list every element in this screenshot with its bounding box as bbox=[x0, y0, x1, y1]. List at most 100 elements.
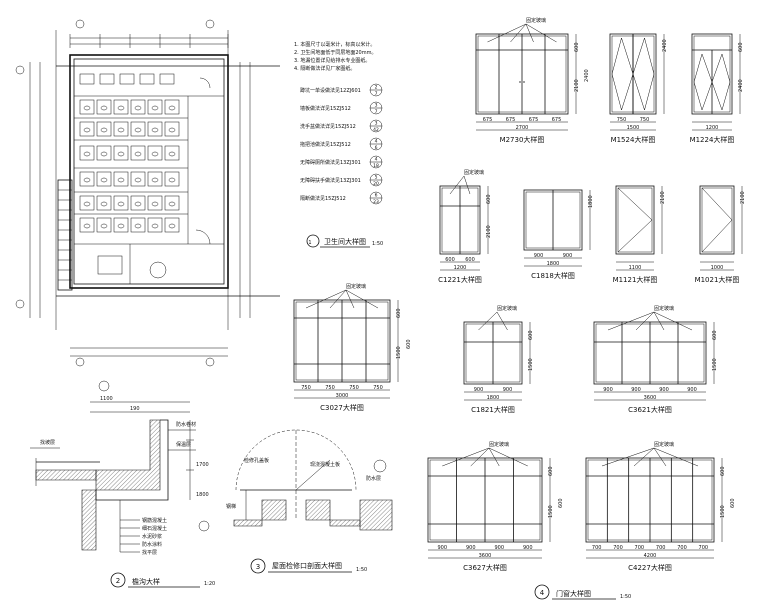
sub-dim: 750 bbox=[373, 385, 383, 391]
squat-toilet-icon bbox=[168, 201, 176, 207]
overall-width: 1200 bbox=[706, 125, 719, 131]
sub-dim: 675 bbox=[483, 117, 493, 123]
sub-dim: 700 bbox=[592, 545, 602, 551]
d2-label-3: 钢筋混凝土 bbox=[142, 517, 167, 524]
stall bbox=[130, 121, 146, 137]
d3-label-3: 钢梯 bbox=[226, 503, 236, 510]
sink bbox=[99, 73, 115, 85]
ref-code-top: 3 bbox=[375, 121, 378, 127]
stall bbox=[113, 145, 129, 161]
height-dim: 2400 bbox=[662, 39, 668, 52]
sub-dim: 900 bbox=[474, 387, 484, 393]
d2-label-1: 保温层 bbox=[176, 441, 191, 448]
overall-width: 2700 bbox=[516, 125, 529, 131]
sub-dim: 900 bbox=[437, 545, 447, 551]
squat-toilet-icon bbox=[168, 127, 176, 133]
roof-hatch-detail: 检修孔盖板 现浇混凝土板 防水层 钢梯 3 屋面检修口剖面大样图 1:50 bbox=[226, 429, 393, 574]
height-dim: 1800 bbox=[588, 195, 594, 208]
sub-dim: 750 bbox=[301, 385, 311, 391]
stall bbox=[79, 217, 95, 233]
squat-toilet-icon bbox=[117, 127, 125, 133]
ref-label: 无障碍扶手做法见13ZJ301 bbox=[300, 177, 361, 184]
squat-toilet-icon bbox=[117, 151, 125, 157]
elevation-title: M1224大样图 bbox=[690, 135, 735, 144]
stall bbox=[147, 121, 163, 137]
squat-toilet-icon bbox=[168, 223, 176, 229]
stall bbox=[113, 217, 129, 233]
d2-label-4: 细石混凝土 bbox=[142, 525, 167, 532]
height-dim: 1500 bbox=[528, 358, 534, 371]
squat-toilet-icon bbox=[100, 127, 108, 133]
ref-code-bot: 42 bbox=[373, 127, 379, 133]
squat-toilet-icon bbox=[168, 151, 176, 157]
stall bbox=[96, 145, 112, 161]
sub-dim: 750 bbox=[349, 385, 359, 391]
squat-toilet-icon bbox=[151, 105, 159, 111]
squat-toilet-icon bbox=[134, 151, 142, 157]
overall-width: 1800 bbox=[547, 261, 560, 267]
squat-toilet-icon bbox=[100, 177, 108, 183]
squat-toilet-icon bbox=[168, 177, 176, 183]
d2-scale: 1:20 bbox=[204, 581, 215, 587]
elevation-title: C3621大样图 bbox=[628, 405, 672, 414]
ref-code-bot: 7 bbox=[375, 91, 378, 97]
glass-label: 固定玻璃 bbox=[489, 441, 509, 448]
squat-toilet-icon bbox=[83, 151, 91, 157]
sub-dim: 750 bbox=[325, 385, 335, 391]
elevation-title: C4227大样图 bbox=[628, 563, 672, 572]
stall bbox=[96, 121, 112, 137]
ref-code-bot: 6 bbox=[375, 145, 378, 151]
ref-code-top: 4 bbox=[375, 139, 378, 145]
note-4: 4. 隔断做法详见厂家图纸。 bbox=[294, 65, 355, 72]
squat-toilet-icon bbox=[134, 127, 142, 133]
d2-label-5: 水泥砂浆 bbox=[142, 533, 162, 540]
d3-label-1: 现浇混凝土板 bbox=[310, 461, 340, 468]
overall-width: 3600 bbox=[479, 553, 492, 559]
ref-code-top: 4 bbox=[375, 157, 378, 163]
overall-width: 1800 bbox=[487, 395, 500, 401]
ref-code-top: 3 bbox=[375, 103, 378, 109]
squat-toilet-icon bbox=[134, 177, 142, 183]
stall bbox=[96, 217, 112, 233]
d2-dim-0: 1100 bbox=[100, 396, 113, 402]
d2-label-2: 找坡层 bbox=[40, 439, 55, 446]
ref-code-bot: 7 bbox=[375, 109, 378, 115]
height-dim: 600 bbox=[486, 194, 492, 204]
sub-dim: 700 bbox=[656, 545, 666, 551]
ref-label: 隔断做法见15ZJ512 bbox=[300, 195, 346, 202]
stall bbox=[147, 99, 163, 115]
height-dim: 1500 bbox=[396, 346, 402, 359]
elevation-title: C3627大样图 bbox=[463, 563, 507, 572]
stall bbox=[130, 171, 146, 187]
d2-dim-1: 190 bbox=[130, 406, 140, 412]
overall-width: 1200 bbox=[454, 265, 467, 271]
sub-dim: 675 bbox=[552, 117, 562, 123]
squat-toilet-icon bbox=[168, 105, 176, 111]
d2-dim-2: 1700 bbox=[196, 462, 209, 468]
squat-toilet-icon bbox=[117, 223, 125, 229]
stall bbox=[96, 99, 112, 115]
stall bbox=[164, 171, 180, 187]
stall bbox=[147, 195, 163, 211]
ref-label: 蹲坑一单设做法见12ZJ601 bbox=[300, 87, 361, 94]
ref-label: 墙板做法详见15ZJ512 bbox=[300, 105, 351, 112]
stall bbox=[113, 171, 129, 187]
height-dim: 2400 bbox=[584, 69, 590, 82]
d3-title: 屋面检修口剖面大样图 bbox=[272, 561, 342, 570]
d2-label-0: 防水卷材 bbox=[176, 421, 196, 428]
squat-toilet-icon bbox=[100, 151, 108, 157]
squat-toilet-icon bbox=[83, 177, 91, 183]
elevation-title: C3027大样图 bbox=[320, 403, 364, 412]
stall bbox=[79, 145, 95, 161]
height-dim: 2100 bbox=[660, 191, 666, 204]
stall bbox=[130, 145, 146, 161]
